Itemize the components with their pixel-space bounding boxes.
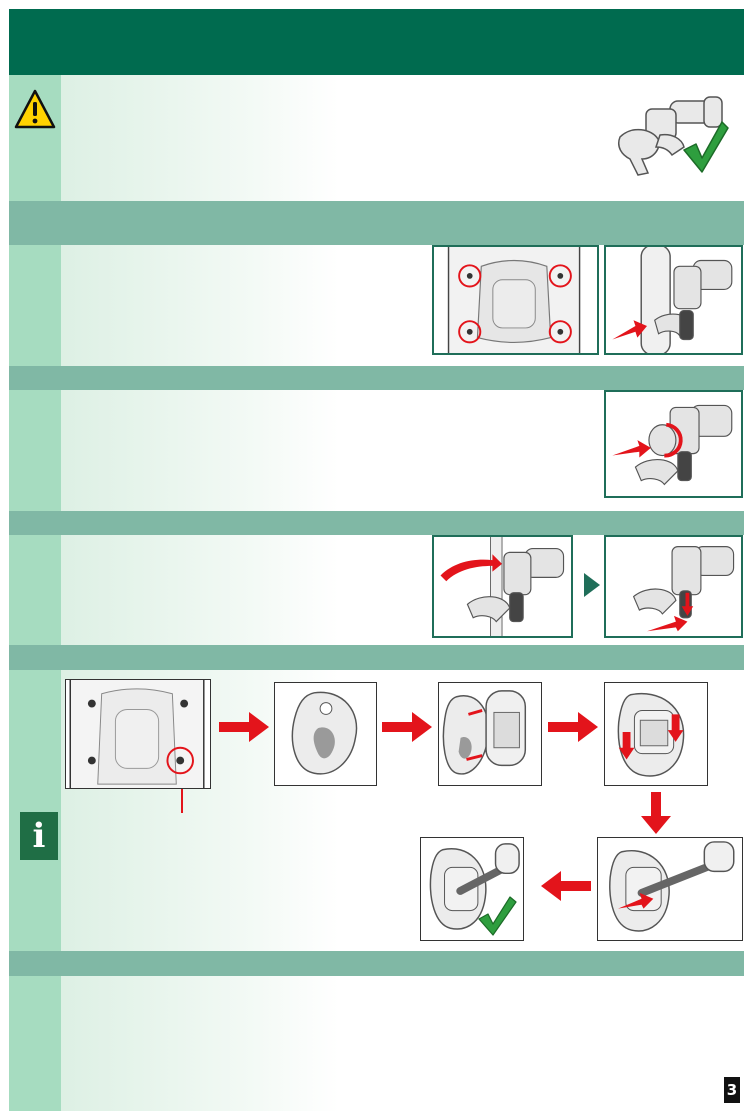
shower-holder-ok-illustration [612, 89, 736, 181]
page-number: 3 [724, 1077, 740, 1103]
holder-mounted-image [420, 837, 524, 941]
red-arrow-icon [382, 712, 432, 742]
info-icon: i [20, 812, 58, 860]
section-band-1 [9, 201, 744, 245]
red-arrow-icon [548, 712, 598, 742]
wall-plate-image [65, 679, 211, 789]
holder-insert-image [597, 837, 743, 941]
holder-unscrew-image [604, 390, 743, 498]
holder-slide-down-image [604, 535, 743, 638]
adapter-clip-image [438, 682, 542, 786]
callout-line [180, 789, 184, 813]
checkmark-icon [476, 895, 518, 937]
adapter-plate-image [274, 682, 377, 786]
section-band-5 [9, 951, 744, 976]
section-band-4 [9, 645, 744, 670]
warning-triangle-icon [14, 89, 56, 129]
red-arrow-icon [219, 712, 269, 742]
section-panel-5 [9, 976, 744, 1111]
green-next-arrow-icon [584, 573, 600, 597]
holder-pull-image [604, 245, 743, 355]
adapter-slide-image [604, 682, 708, 786]
section-band-2 [9, 366, 744, 390]
section-band-3 [9, 511, 744, 535]
holder-remove-image [432, 535, 573, 638]
checkmark-icon [680, 118, 730, 176]
header-bar [9, 9, 744, 75]
wall-plate-screws-image [432, 245, 599, 355]
red-arrow-icon [541, 871, 591, 901]
red-arrow-icon [641, 792, 671, 834]
